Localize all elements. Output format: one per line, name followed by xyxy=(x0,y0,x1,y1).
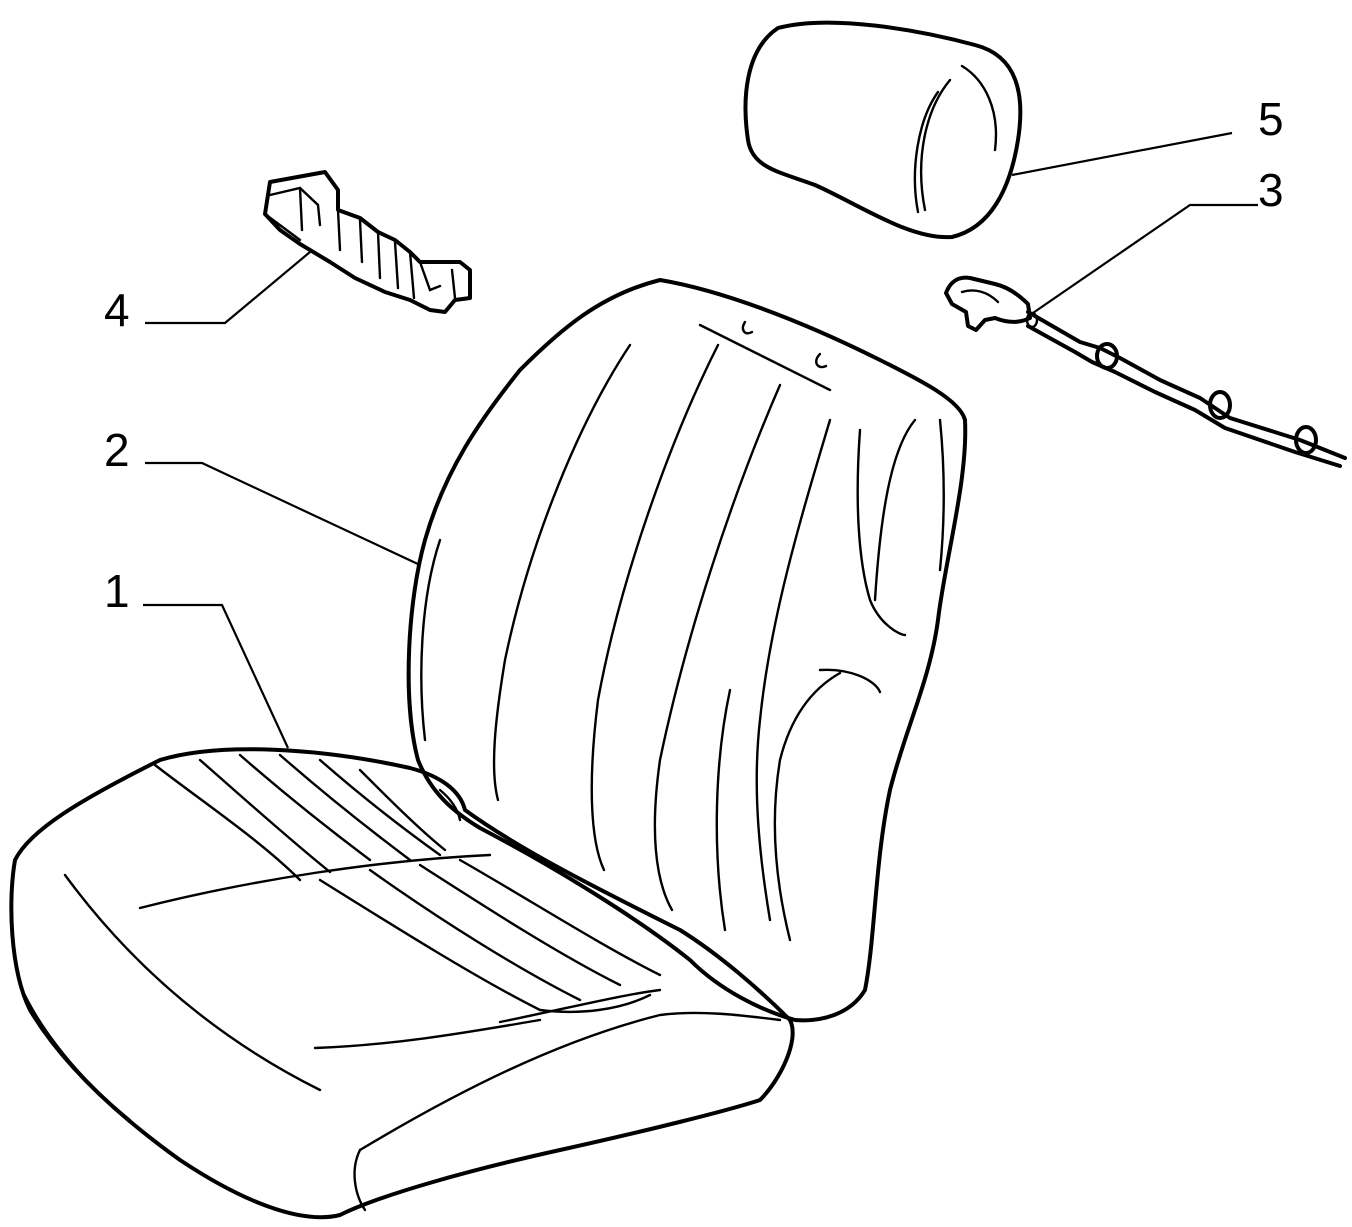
leader-line-3 xyxy=(1029,203,1258,316)
callout-4: 4 xyxy=(104,284,130,336)
leader-line-4 xyxy=(145,251,311,325)
leader-lines xyxy=(143,131,1258,749)
bracket-part xyxy=(263,170,472,314)
headrest-part xyxy=(743,20,1023,240)
backrest-part xyxy=(406,278,968,1023)
release-cable-part xyxy=(944,275,1347,468)
callout-2: 2 xyxy=(104,424,130,476)
leader-line-2 xyxy=(145,461,421,566)
leader-line-1 xyxy=(143,603,289,749)
callout-5: 5 xyxy=(1258,93,1284,145)
callout-3: 3 xyxy=(1258,164,1284,216)
callout-1: 1 xyxy=(104,565,130,617)
seat-cushion-part xyxy=(9,747,795,1220)
callout-labels: 5 3 4 2 1 xyxy=(104,93,1284,617)
leader-line-5 xyxy=(1011,131,1233,177)
